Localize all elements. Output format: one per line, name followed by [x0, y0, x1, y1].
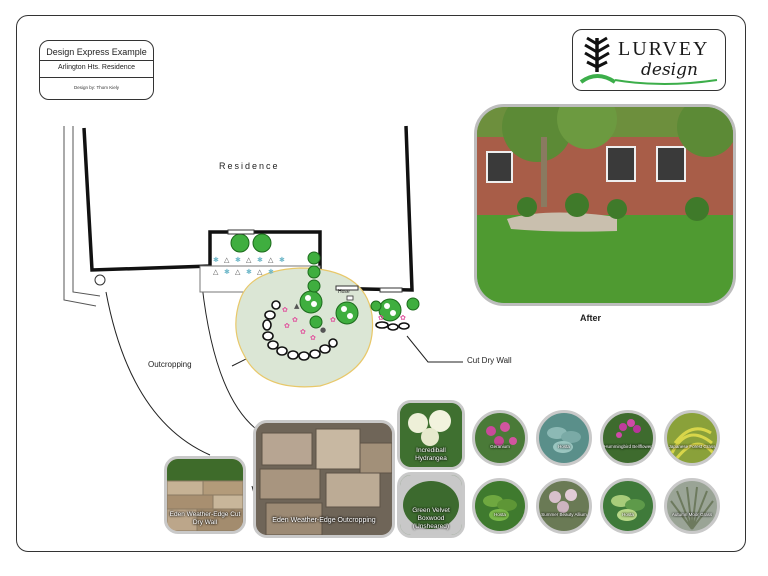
house-outline: [82, 125, 414, 292]
svg-text:△: △: [246, 256, 252, 264]
svg-text:△: △: [235, 268, 241, 276]
material-caption: Eden Weather-Edge Outcropping: [272, 517, 376, 524]
shrub-highlights: [305, 295, 396, 319]
driveway-lines: [63, 126, 101, 307]
plant-caption: Green Velvet Boxwood (Unsheared): [412, 507, 450, 530]
plant-circle-6: Summer Beauty Allium: [536, 478, 592, 534]
hosta-image: [483, 495, 517, 521]
plant-caption: Hosta: [494, 512, 506, 517]
geranium-image: [486, 422, 517, 446]
plant-circle-7: Hosta: [600, 478, 656, 534]
svg-text:✿: ✿: [310, 334, 316, 342]
svg-text:✱: ✱: [246, 268, 252, 276]
material-caption: Eden Weather-Edge Cut Dry Wall: [169, 511, 241, 526]
plant-circle-8: Autumn Moor Grass: [664, 478, 720, 534]
material-cut-dry-wall: Eden Weather-Edge Cut Dry Wall: [164, 456, 246, 534]
svg-text:●: ●: [320, 326, 326, 334]
plant-boxwood: Green Velvet Boxwood (Unsheared): [397, 472, 465, 538]
divider: [40, 60, 153, 61]
plant-caption: Geranium: [490, 444, 510, 449]
after-photo-image: [477, 107, 733, 303]
plant-circle-3: Hummingbird Bellflower: [600, 410, 656, 466]
svg-text:△: △: [257, 268, 263, 276]
downspout-icon: [94, 274, 106, 286]
perennial-symbols: ✱△✱△✱△✱ △✱△✱△✱ ✿✿✿✿✿ ▲●✿ ✿✿: [213, 256, 406, 342]
planting-bed: [235, 267, 374, 388]
after-photo: [474, 104, 736, 306]
hose-bib: [346, 295, 354, 301]
outcropping-stone-image: [256, 423, 392, 535]
svg-text:✱: ✱: [268, 268, 274, 276]
allium-image: [549, 489, 577, 513]
title-block: Design Express Example Arlington Hts. Re…: [39, 40, 154, 100]
plant-circle-4: Japanese Forest Grass: [664, 410, 720, 466]
svg-text:△: △: [224, 256, 230, 264]
outcropping-stones: [262, 300, 410, 361]
hose-label: Hose: [338, 289, 350, 295]
svg-text:✿: ✿: [284, 322, 290, 330]
plant-caption: Hosta: [622, 512, 634, 517]
after-label: After: [580, 313, 602, 323]
svg-text:✿: ✿: [330, 316, 336, 324]
svg-text:▲: ▲: [294, 302, 300, 310]
outcropping-callout: Outcropping: [148, 360, 192, 369]
svg-text:△: △: [268, 256, 274, 264]
moor-grass-image: [670, 486, 714, 530]
boxwood-image: [400, 475, 462, 535]
plant-circle-5: Hosta: [472, 478, 528, 534]
plant-caption: Incrediball Hydrangea: [415, 447, 447, 462]
svg-text:✿: ✿: [300, 328, 306, 336]
hosta-image: [547, 427, 581, 453]
svg-text:✿: ✿: [400, 314, 406, 322]
logo-word-design: design: [641, 60, 698, 80]
designer-credit: Design by: Thom Kiely: [74, 85, 119, 90]
svg-text:✱: ✱: [257, 256, 263, 264]
plant-caption: Japanese Forest Grass: [668, 444, 716, 449]
svg-text:✱: ✱: [235, 256, 241, 264]
svg-text:✱: ✱: [279, 256, 285, 264]
windows: [227, 229, 403, 293]
plant-circle-2: Hosta: [536, 410, 592, 466]
svg-text:✱: ✱: [213, 256, 219, 264]
svg-text:✿: ✿: [292, 316, 298, 324]
hydrangea-image: [400, 403, 462, 467]
plant-circle-1: Geranium: [472, 410, 528, 466]
residence-label: Residence: [219, 161, 280, 171]
divider: [40, 77, 153, 78]
tree-mark-icon: [579, 36, 617, 84]
svg-text:△: △: [213, 268, 219, 276]
company-logo: LURVEY design: [572, 29, 726, 91]
svg-text:✿: ✿: [378, 314, 384, 322]
stone-wall-image: [167, 459, 243, 531]
logo-swoosh: [614, 79, 718, 85]
plant-caption: Summer Beauty Allium: [541, 512, 587, 517]
plant-incrediball: Incrediball Hydrangea: [397, 400, 465, 470]
logo-word-lurvey: LURVEY: [618, 38, 710, 60]
forest-grass-image: [670, 427, 715, 459]
material-outcropping: Eden Weather-Edge Outcropping: [253, 420, 395, 538]
plant-caption: Hosta: [558, 444, 570, 449]
hosta-image: [611, 495, 645, 521]
svg-text:✿: ✿: [282, 306, 288, 314]
bellflower-image: [616, 419, 641, 438]
cut-dry-wall-callout: Cut Dry Wall: [467, 356, 512, 365]
project-name: Arlington Hts. Residence: [57, 64, 136, 71]
svg-text:✱: ✱: [224, 268, 230, 276]
plant-caption: Hummingbird Bellflower: [604, 444, 652, 449]
sheet-title: Design Express Example: [46, 47, 147, 57]
plant-caption: Autumn Moor Grass: [671, 512, 713, 517]
